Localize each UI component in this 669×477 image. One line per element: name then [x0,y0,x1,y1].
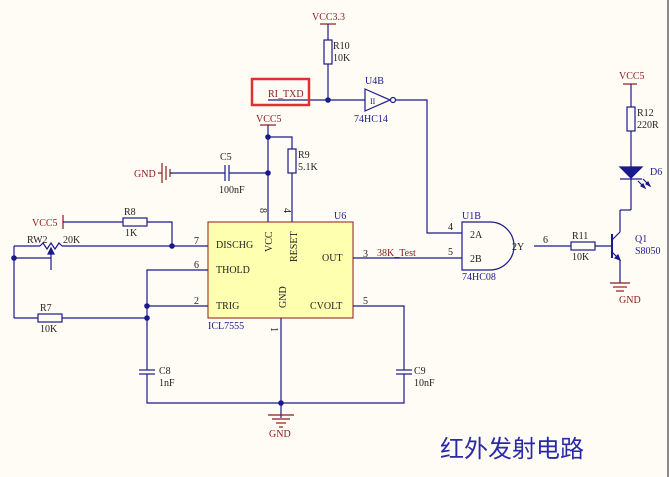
vcc5-right-label: VCC5 [619,71,645,82]
pin-number-4-u1b: 4 [448,222,453,233]
pin-number-7: 7 [194,236,199,247]
capacitor-c5[interactable]: C5 100nF [219,152,245,196]
pin-label-trig: TRIG [216,301,239,312]
c8-ref: C8 [159,366,171,377]
capacitor-c9[interactable]: C9 10nF [396,366,435,389]
pin-number-3: 3 [363,249,368,260]
rw2-value: 20K [63,235,81,246]
d6-ref: D6 [650,167,662,178]
junction [325,97,331,103]
u4b-ref: U4B [365,76,384,87]
pin-label-gnd: GND [278,286,289,308]
junction [144,303,150,309]
pin-number-6-u1b: 6 [543,235,548,246]
capacitor-c8[interactable]: C8 1nF [139,366,175,389]
c9-ref: C9 [414,366,426,377]
resistor-r8[interactable]: R8 1K [122,207,148,239]
u1b-ref: U1B [462,211,481,222]
junction [278,400,284,406]
gnd-left-symbol: GND [134,163,171,183]
vcc33-label: VCC3.3 [312,12,345,23]
resistor-r11[interactable]: R11 10K [570,231,596,263]
r9-ref: R9 [298,150,310,161]
vcc5-top-label: VCC5 [256,114,282,125]
net-label-ri-txd[interactable]: RI_TXD [250,77,311,107]
r10-ref: R10 [333,41,350,52]
vcc5-top-net: VCC5 [256,114,282,126]
r11-ref: R11 [572,231,588,242]
vcc5-right-net: VCC5 [619,71,645,85]
vcc33-net: VCC3.3 [312,12,345,40]
pin-number-6: 6 [194,260,199,271]
schmitt-inverter-u4b[interactable]: II U4B 74HC14 [354,76,397,125]
resistor-r12[interactable]: R12 220R [626,106,659,132]
gnd-right-label: GND [619,295,641,306]
resistor-r7[interactable]: R7 10K [37,303,63,335]
u6-ref: U6 [334,211,346,222]
pin-label-out: OUT [322,253,343,264]
gnd-bottom-symbol: GND [268,414,294,440]
ir-led-d6[interactable]: D6 [618,166,662,190]
r12-value: 220R [637,120,659,131]
pin-label-thold: THOLD [216,265,250,276]
u6-part: ICL7555 [208,321,244,332]
potentiometer-rw2[interactable]: RW2 20K [27,235,81,270]
pin-label-dischg: DISCHG [216,240,253,251]
c5-value: 100nF [219,185,245,196]
gnd-bottom-label: GND [269,429,291,440]
pin-label-cvolt: CVOLT [310,301,342,312]
transistor-q1[interactable]: Q1 S8050 [611,231,661,262]
u1b-part: 74HC08 [462,272,496,283]
r8-ref: R8 [124,207,136,218]
gnd-right-symbol: GND [610,282,641,306]
r8-value: 1K [125,228,138,239]
pin-number-5: 5 [363,296,368,307]
pin-label-2b: 2B [470,254,482,265]
r12-ref: R12 [637,108,654,119]
r11-value: 10K [572,252,590,263]
r7-value: 10K [40,324,58,335]
and-gate-u1b[interactable]: U1B 74HC08 2A 2B 2Y 4 5 6 [448,211,548,283]
rw2-ref: RW2 [27,235,48,246]
resistor-r9[interactable]: R9 5.1K [287,148,319,174]
pin-number-5-u1b: 5 [448,247,453,258]
junction [144,315,150,321]
ri-txd-label: RI_TXD [268,89,304,100]
c8-value: 1nF [159,378,175,389]
pin-label-vcc: VCC [264,231,275,252]
u4b-part: 74HC14 [354,114,388,125]
q1-ref: Q1 [635,234,647,245]
c9-value: 10nF [414,378,435,389]
r10-value: 10K [333,53,351,64]
resistor-r10[interactable]: R10 10K [323,39,351,65]
pin-label-2y: 2Y [512,242,524,253]
pin-label-2a: 2A [470,230,483,241]
r7-ref: R7 [40,303,52,314]
inverter-bubble [389,96,397,104]
diagram-title: 红外发射电路 [440,435,584,463]
q1-value: S8050 [635,246,661,257]
c5-ref: C5 [220,152,232,163]
vcc5-left-label: VCC5 [32,218,58,229]
r9-value: 5.1K [298,162,319,173]
timer-ic-u6[interactable]: U6 ICL7555 DISCHG THOLD TRIG OUT CVOLT V… [194,208,368,332]
test38k-label: 38K_Test [377,248,416,259]
pin-number-2: 2 [194,296,199,307]
schmitt-symbol: II [370,97,376,106]
pin-number-1: 1 [268,327,279,332]
vcc5-left-net: VCC5 [32,215,64,229]
pin-number-8: 8 [257,208,268,213]
pin-number-4: 4 [281,208,292,213]
gnd-left-label: GND [134,169,156,180]
pin-label-reset: RESET [289,231,300,262]
ri-txd-highlight-box [250,77,311,107]
